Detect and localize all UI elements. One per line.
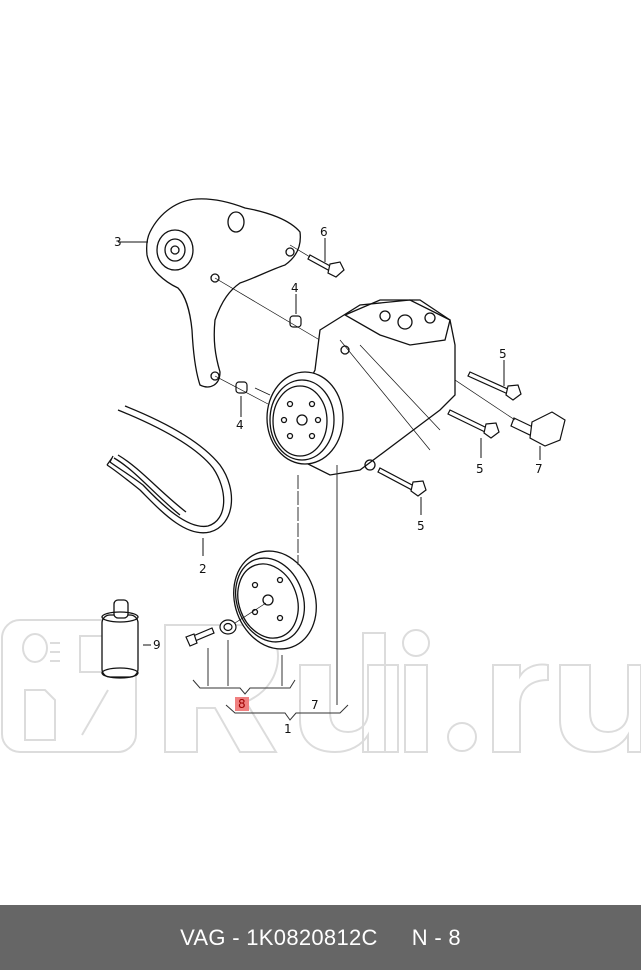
watermark — [1, 619, 641, 754]
oil-bottle-part-9 — [101, 599, 139, 679]
bolt-part-6 — [307, 254, 345, 278]
part-number-label: VAG - 1K0820812C — [180, 924, 378, 950]
washer-and-bolt — [185, 619, 237, 647]
diagram-position-label: N - 8 — [411, 924, 461, 950]
bracket-part-3 — [145, 198, 301, 388]
bolt-part-5 — [377, 371, 522, 497]
callout-5-upper[interactable]: 5 — [499, 347, 507, 361]
callout-3[interactable]: 3 — [114, 235, 122, 249]
callout-2[interactable]: 2 — [199, 562, 207, 576]
callout-5-middle[interactable]: 5 — [476, 462, 484, 476]
part-info-footer: VAG - 1K0820812C N - 8 — [0, 905, 641, 970]
callout-9[interactable]: 9 — [153, 638, 161, 652]
callout-7-sensor[interactable]: 7 — [535, 462, 543, 476]
callout-8-highlighted[interactable]: 8 — [235, 697, 249, 711]
callout-5-lower[interactable]: 5 — [417, 519, 425, 533]
callout-1[interactable]: 1 — [284, 722, 292, 736]
bushing-part-4 — [235, 315, 302, 394]
parts-diagram: 3 6 4 4 5 5 7 5 2 9 8 7 1 — [1, 198, 641, 754]
pulley — [233, 550, 317, 650]
callout-7-assembly[interactable]: 7 — [311, 698, 319, 712]
watermark-icon-box — [1, 619, 137, 753]
diagram-drawing — [1, 198, 641, 754]
compressor-clutch — [266, 371, 344, 465]
belt-part-2 — [106, 405, 233, 534]
callout-6[interactable]: 6 — [320, 225, 328, 239]
callout-4-lower[interactable]: 4 — [236, 418, 244, 432]
callout-4-upper[interactable]: 4 — [291, 281, 299, 295]
sensor-part-7 — [510, 411, 566, 447]
leader-lines — [192, 465, 349, 721]
